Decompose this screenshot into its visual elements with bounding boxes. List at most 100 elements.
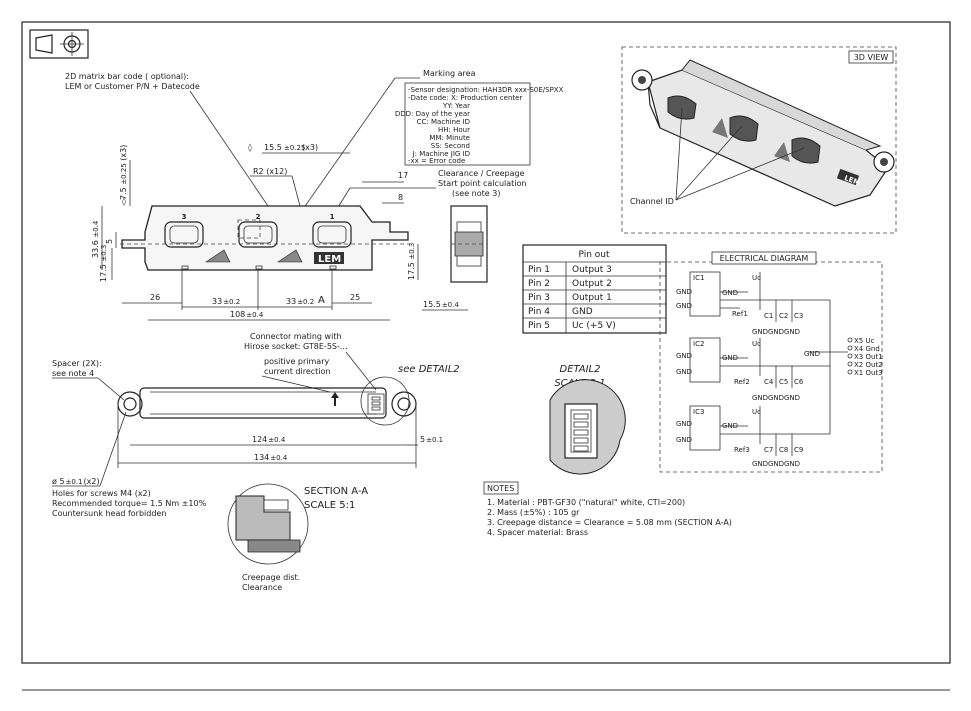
svg-text:GND: GND — [804, 350, 820, 358]
dimension-134: 134±0.4 — [254, 453, 288, 462]
svg-text:GND: GND — [768, 394, 784, 402]
section-a-marker: A — [318, 295, 325, 306]
marking-area-label: Marking area — [423, 69, 476, 78]
notes-heading: NOTES — [487, 484, 514, 493]
svg-text:X4 Gnd: X4 Gnd — [854, 345, 880, 353]
svg-text:Pin 2: Pin 2 — [528, 279, 550, 289]
marking-text-block: -Sensor designation: HAH3DR xxx-S0E/SPXX… — [395, 86, 564, 165]
svg-text:GND: GND — [752, 460, 768, 468]
svg-text:GND: GND — [676, 352, 692, 360]
svg-text:Uc: Uc — [752, 340, 761, 348]
svg-text:IC1: IC1 — [693, 274, 704, 282]
svg-text:GND: GND — [752, 328, 768, 336]
current-direction-1: positive primary — [264, 357, 329, 366]
connector-note-1: Connector mating with — [250, 332, 342, 341]
note-2: 2. Mass (±5%) : 105 gr — [487, 508, 580, 517]
electrical-diagram-title: ELECTRICAL DIAGRAM — [720, 254, 809, 263]
svg-text:X5 Uc: X5 Uc — [854, 337, 875, 345]
svg-text:DDD: Day of the year: DDD: Day of the year — [395, 110, 470, 118]
three-d-view-label: 3D VIEW — [854, 53, 889, 62]
svg-text:-Sensor designation: HAH3DR xx: -Sensor designation: HAH3DR xxx-S0E/SPXX — [408, 86, 564, 94]
notes: NOTES 1. Material : PBT-GF30 ("natural" … — [483, 481, 732, 537]
svg-text:IC2: IC2 — [693, 340, 704, 348]
channel-id-label: Channel ID — [630, 197, 674, 206]
dimension-5-right: 5±0.1 — [420, 435, 443, 444]
svg-text:(x3): (x3) — [302, 143, 318, 152]
svg-text:GND: GND — [676, 368, 692, 376]
dimension-15-5-side: 15.5±0.4 — [423, 300, 459, 309]
dimension-124: 124±0.4 — [252, 435, 286, 444]
svg-text:CC: Machine ID: CC: Machine ID — [417, 118, 470, 126]
dimension-5: 5 — [105, 239, 114, 244]
dimension-7-5: 7.5 ±0.25 (x3) — [119, 145, 128, 200]
clearance-note-1: Clearance / Creepage — [438, 169, 525, 178]
svg-text:C3: C3 — [794, 312, 803, 320]
svg-text:C2: C2 — [779, 312, 788, 320]
svg-text:X3 Out1: X3 Out1 — [854, 353, 883, 361]
section-caption-2: Clearance — [242, 583, 282, 592]
svg-text:Pin 1: Pin 1 — [528, 265, 550, 275]
dimension-26: 26 — [150, 293, 160, 302]
svg-text:SS: Second: SS: Second — [431, 142, 470, 150]
svg-text:15.5: 15.5 — [264, 143, 282, 152]
barcode-note-2: LEM or Customer P/N + Datecode — [65, 82, 200, 91]
svg-text:GND: GND — [572, 307, 593, 317]
dimension-8: 8 — [398, 193, 403, 202]
svg-text:GND: GND — [768, 460, 784, 468]
svg-text:Pin 5: Pin 5 — [528, 321, 550, 331]
svg-text:MM: Minute: MM: Minute — [429, 134, 470, 142]
projection-symbol-icon — [29, 29, 89, 59]
svg-text:X1 Out3: X1 Out3 — [854, 369, 883, 377]
radius-dimension: R2 (x12) — [253, 167, 287, 176]
svg-text:J: Machine JIG ID: J: Machine JIG ID — [412, 150, 470, 158]
pinout-title: Pin out — [578, 250, 610, 260]
svg-text:C5: C5 — [779, 378, 788, 386]
svg-text:-Date code: X: Production ce: -Date code: X: Production center — [408, 94, 522, 102]
svg-text:2: 2 — [256, 213, 261, 221]
holes-note-3: Countersunk head forbidden — [52, 509, 166, 518]
svg-text:±0.25: ±0.25 — [284, 144, 305, 152]
note-1: 1. Material : PBT-GF30 ("natural" white,… — [487, 498, 685, 507]
current-direction-2: current direction — [264, 367, 330, 376]
side-view: 15.5±0.4 — [422, 205, 488, 311]
svg-text:Output 3: Output 3 — [572, 265, 612, 275]
section-a-a: SECTION A-A SCALE 5:1 Creepage dist. Cle… — [227, 483, 368, 592]
svg-text:C1: C1 — [764, 312, 773, 320]
hole-diameter: ø 5±0.1(x2) — [52, 477, 100, 486]
dimension-17-5-left: 17.5 ±0.3 — [99, 245, 108, 282]
section-title: SECTION A-A — [304, 486, 368, 497]
section-scale: SCALE 5:1 — [304, 500, 355, 511]
svg-text:-xx = Error code: -xx = Error code — [408, 157, 465, 165]
dimension-17-5-right: 17.5 ±0.3 — [407, 243, 416, 280]
detail-2-title: DETAIL2 — [560, 364, 601, 375]
dimension-33-6: 33.6 ±0.4 — [91, 220, 100, 258]
note-3: 3. Creepage distance = Clearance = 5.08 … — [487, 518, 732, 527]
connector-note-2: Hirose socket: GT8E-5S-... — [244, 342, 348, 351]
dimension-108: 108±0.4 — [230, 310, 264, 319]
svg-text:3: 3 — [182, 213, 187, 221]
svg-text:GND: GND — [784, 394, 800, 402]
svg-text:C7: C7 — [764, 446, 773, 454]
dimension-15-5: ◊ — [248, 143, 252, 152]
pinout-table: Pin out Pin 1 Output 3 Pin 2 Output 2 Pi… — [522, 244, 667, 334]
svg-text:C8: C8 — [779, 446, 788, 454]
dimension-17: 17 — [398, 171, 408, 180]
svg-text:GND: GND — [784, 328, 800, 336]
svg-text:GND: GND — [784, 460, 800, 468]
svg-text:Uc (+5 V): Uc (+5 V) — [572, 321, 616, 331]
lem-logo: LEM — [318, 254, 341, 265]
svg-text:GND: GND — [676, 288, 692, 296]
dimension-25: 25 — [350, 293, 360, 302]
svg-text:Ref1: Ref1 — [732, 310, 748, 318]
svg-text:1: 1 — [330, 213, 335, 221]
electrical-diagram: ELECTRICAL DIAGRAM IC1 GND GND GND Ref1 … — [659, 251, 883, 473]
svg-text:Ref3: Ref3 — [734, 446, 750, 454]
dimension-33-right: 33±0.2 — [286, 297, 314, 306]
svg-text:Output 2: Output 2 — [572, 279, 612, 289]
svg-text:GND: GND — [676, 436, 692, 444]
svg-text:◊: ◊ — [122, 197, 126, 206]
svg-text:C4: C4 — [764, 378, 774, 386]
svg-text:GND: GND — [752, 394, 768, 402]
